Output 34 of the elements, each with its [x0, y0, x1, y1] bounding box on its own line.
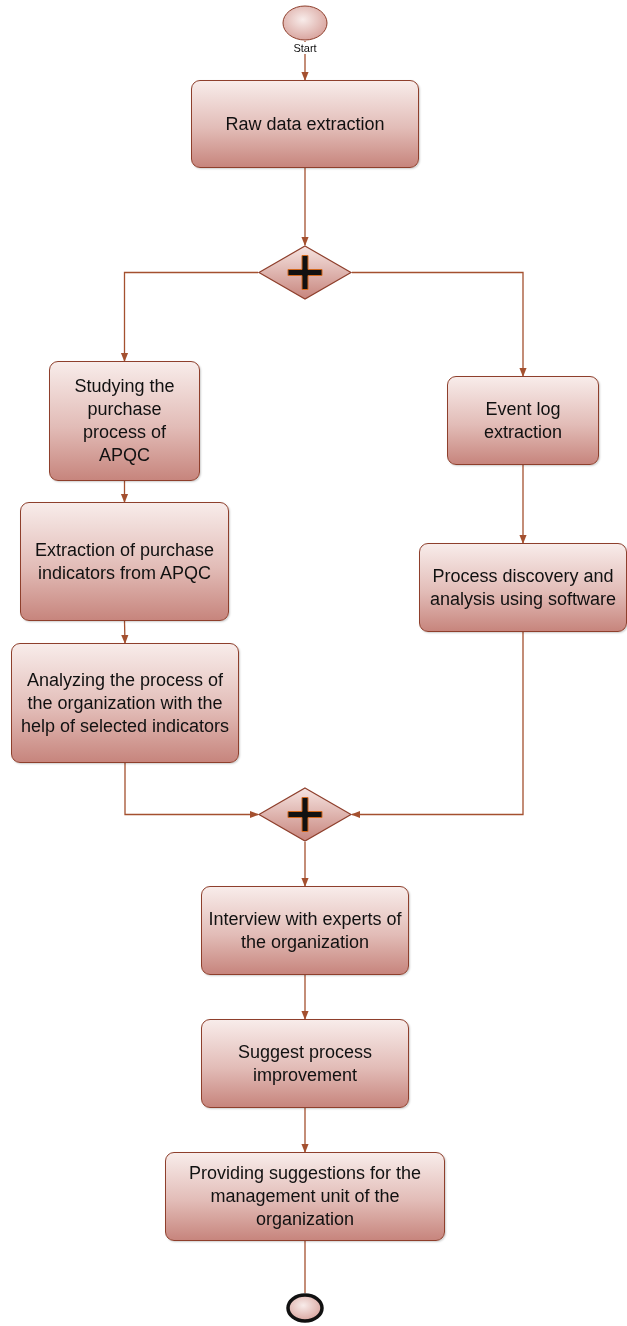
connector-arrow — [519, 464, 527, 544]
box-text: Analyzing the process of the organization with the help of selected indicators — [19, 668, 231, 738]
connector-arrow — [301, 1107, 309, 1153]
connector-arrow — [301, 974, 309, 1020]
end-event-circle — [286, 1293, 324, 1323]
connector-arrow — [120, 271, 259, 362]
connector-arrow — [301, 841, 309, 887]
process-box — [165, 1152, 445, 1241]
process-box — [201, 886, 409, 975]
connector-arrow — [120, 480, 129, 503]
process-box — [191, 80, 419, 168]
connector-arrow — [121, 620, 129, 644]
parallel-gateway — [257, 787, 353, 842]
connector-arrow — [124, 762, 259, 819]
process-box — [20, 502, 229, 621]
box-text: Suggest process improvement — [236, 1040, 374, 1087]
process-box — [11, 643, 239, 763]
process-box — [447, 376, 599, 465]
process-box — [419, 543, 627, 632]
event-label: Start — [291, 42, 319, 54]
parallel-gateway — [257, 245, 353, 300]
box-text: Raw data extraction — [225, 112, 385, 136]
process-box — [49, 361, 200, 481]
box-text: Event log extraction — [482, 397, 563, 444]
connector-arrow — [351, 271, 527, 377]
box-text: Providing suggestions for the management unit of the organization — [187, 1162, 423, 1231]
connector-arrow — [301, 167, 309, 246]
box-text: Extraction of purchase indicators from APQC — [33, 538, 216, 585]
connector-arrow — [351, 631, 524, 819]
process-box — [201, 1019, 409, 1108]
box-text: Process discovery and analysis using software — [428, 564, 618, 611]
box-text: Interview with experts of the organization — [208, 907, 402, 954]
box-text: Studying the purchase process of APQC — [73, 375, 176, 467]
start-event-circle — [282, 5, 328, 41]
